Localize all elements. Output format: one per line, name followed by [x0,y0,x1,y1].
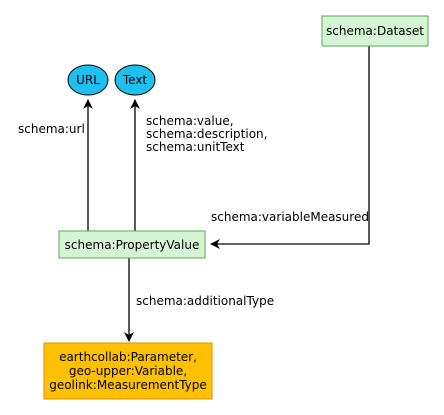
edge-label-text-line-2: schema:description, [146,127,267,141]
node-text-label: Text [122,73,148,87]
node-url: URL [67,64,109,96]
node-types-line-1: earthcollab:Parameter, [59,350,197,364]
node-types-line-3: geolink:MeasurementType [49,378,207,392]
edge-label-url: schema:url [18,122,85,136]
node-text: Text [114,64,156,96]
node-measurement-types: earthcollab:Parameter, geo-upper:Variabl… [43,342,213,400]
edge-label-text-line-3: schema:unitText [146,140,245,154]
edge-label-text-line-1: schema:value, [146,114,234,128]
node-dataset: schema:Dataset [321,15,429,47]
node-types-line-2: geo-upper:Variable, [69,364,187,378]
node-url-label: URL [76,73,100,87]
edges [83,46,370,342]
edge-label-additional-type: schema:additionalType [136,294,274,308]
node-property-value-label: schema:PropertyValue [65,238,200,252]
edge-variable-measured [210,46,370,249]
node-property-value: schema:PropertyValue [58,230,206,259]
node-dataset-label: schema:Dataset [326,24,424,38]
edge-label-variable-measured: schema:variableMeasured [211,210,369,224]
edge-labels: schema:url schema:value, schema:descript… [18,114,369,308]
